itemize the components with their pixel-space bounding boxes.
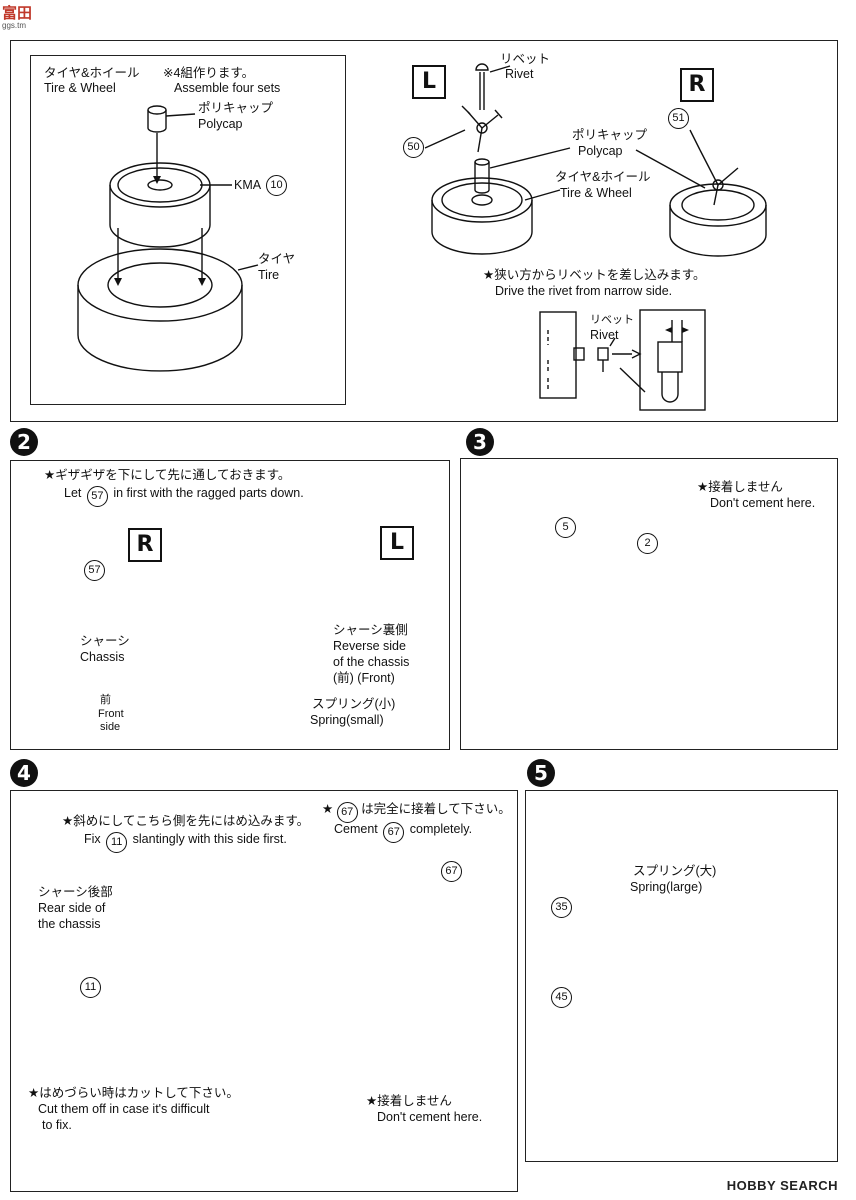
part-number-45: 45	[551, 987, 572, 1008]
step4-cut-note-jp: ★はめづらい時はカットして下さい。	[28, 1086, 239, 1100]
part-number-5: 5	[555, 517, 576, 538]
kma-label: KMA	[234, 178, 262, 192]
tire-wheel-title-en: Tire & Wheel	[44, 81, 116, 95]
step-2-badge: 2	[10, 428, 38, 456]
part-number-10: 10	[266, 175, 287, 196]
step4-cement-en-pre: Cement	[334, 822, 378, 836]
assemble-note-jp: ※4組作ります。	[163, 66, 255, 80]
step4-fix-note-en: Fix 11 slantingly with this side first.	[84, 830, 287, 853]
panel-step2	[10, 460, 450, 750]
step4-fix-en-post: slantingly with this side first.	[132, 832, 287, 846]
step4-no-cement-jp: ★接着しません	[366, 1094, 452, 1108]
step-3-badge: 3	[466, 428, 494, 456]
rear-chassis-jp: シャーシ後部	[38, 885, 113, 899]
step4-cut-note-en2: to fix.	[42, 1118, 72, 1132]
spring-large-en: Spring(large)	[630, 880, 703, 894]
left-side-mark: L	[412, 65, 446, 99]
step-5-badge: 5	[527, 759, 555, 787]
step4-cut-note-en1: Cut them off in case it's difficult	[38, 1102, 210, 1116]
chassis-label-en: Chassis	[80, 650, 125, 664]
spring-small-en: Spring(small)	[310, 713, 384, 727]
polycap-label-jp: ポリキャップ	[198, 101, 274, 115]
front-side-en1: Front	[98, 708, 124, 720]
panel-step3	[460, 458, 838, 750]
right-side-mark: R	[680, 68, 714, 102]
part-number-35: 35	[551, 897, 572, 918]
front-side-jp: 前	[100, 694, 111, 706]
step2-note-jp: ★ギザギザを下にして先に通しておきます。	[44, 468, 291, 482]
step4-cement-star: ★	[322, 802, 337, 816]
reverse-side-en3: (前) (Front)	[333, 671, 395, 685]
step2-note-en-post: in first with the ragged parts down.	[113, 486, 304, 500]
step4-fix-en-pre: Fix	[84, 832, 101, 846]
step2-right-mark: R	[128, 528, 162, 562]
step2-left-mark: L	[380, 526, 414, 560]
watermark-site: ggs.tm	[2, 21, 27, 30]
step4-cement-en-post: completely.	[409, 822, 473, 836]
part-number-50: 50	[403, 137, 424, 158]
step2-note-en: Let 57 in first with the ragged parts do…	[64, 484, 304, 507]
rear-chassis-en2: the chassis	[38, 917, 101, 931]
rivet-label-jp: リベット	[500, 52, 551, 66]
assemble-note-en: Assemble four sets	[174, 81, 281, 95]
rear-chassis-en1: Rear side of	[38, 901, 106, 915]
step4-cement-jp-post: は完全に接着して下さい。	[361, 802, 511, 816]
part-number-67: 67	[441, 861, 462, 882]
step3-no-cement-jp: ★接着しません	[697, 480, 783, 494]
rivet-label-en: Rivet	[505, 67, 534, 81]
reverse-side-en2: of the chassis	[333, 655, 410, 669]
reverse-side-en1: Reverse side	[333, 639, 406, 653]
reverse-side-jp: シャーシ裏側	[333, 623, 408, 637]
step4-cement-jp-part-67: 67	[336, 802, 358, 823]
chassis-label-jp: シャーシ	[80, 634, 130, 648]
panel-step5	[525, 790, 838, 1162]
tire-wheel2-label-en: Tire & Wheel	[560, 186, 632, 200]
rivet-direction-note-jp: ★狭い方からリベットを差し込みます。	[483, 268, 706, 282]
part-number-57: 57	[84, 560, 105, 581]
polycap-label-en: Polycap	[198, 117, 243, 131]
tire-label-jp: タイヤ	[258, 252, 296, 266]
top-watermark: 富田 ggs.tm	[2, 2, 32, 30]
polycap2-label-jp: ポリキャップ	[572, 128, 648, 142]
spring-large-jp: スプリング(大)	[633, 864, 717, 878]
spring-small-jp: スプリング(小)	[312, 697, 396, 711]
hobby-search-logo: HOBBY SEARCH	[726, 1178, 838, 1193]
step2-note-part-57: 57	[86, 486, 108, 507]
tire-label-en: Tire	[258, 268, 280, 282]
part-number-2: 2	[637, 533, 658, 554]
step4-cement-note-jp: ★ 67 は完全に接着して下さい。	[322, 800, 511, 823]
part-number-51: 51	[668, 108, 689, 129]
step4-fix-part-11: 11	[106, 832, 128, 853]
part-number-11: 11	[80, 977, 101, 998]
step4-no-cement-en: Don't cement here.	[377, 1110, 483, 1124]
panel-tire-wheel-subassembly	[30, 55, 346, 405]
step-4-badge: 4	[10, 759, 38, 787]
front-side-en2: side	[100, 721, 121, 733]
tire-wheel-title-jp: タイヤ&ホイール	[44, 66, 140, 80]
watermark-brand: 富田	[2, 5, 33, 22]
rivet-detail-label-jp: リベット	[590, 314, 634, 326]
rivet-detail-label-en: Rivet	[590, 328, 619, 342]
step2-note-en-pre: Let	[64, 486, 82, 500]
step3-no-cement-en: Don't cement here.	[710, 496, 816, 510]
polycap2-label-en: Polycap	[578, 144, 623, 158]
tire-wheel2-label-jp: タイヤ&ホイール	[555, 170, 651, 184]
step4-cement-en-part-67: 67	[383, 822, 405, 843]
step4-fix-note-jp: ★斜めにしてこちら側を先にはめ込みます。	[62, 814, 310, 828]
step4-cement-note-en: Cement 67 completely.	[334, 820, 473, 843]
rivet-direction-note-en: Drive the rivet from narrow side.	[495, 284, 673, 298]
